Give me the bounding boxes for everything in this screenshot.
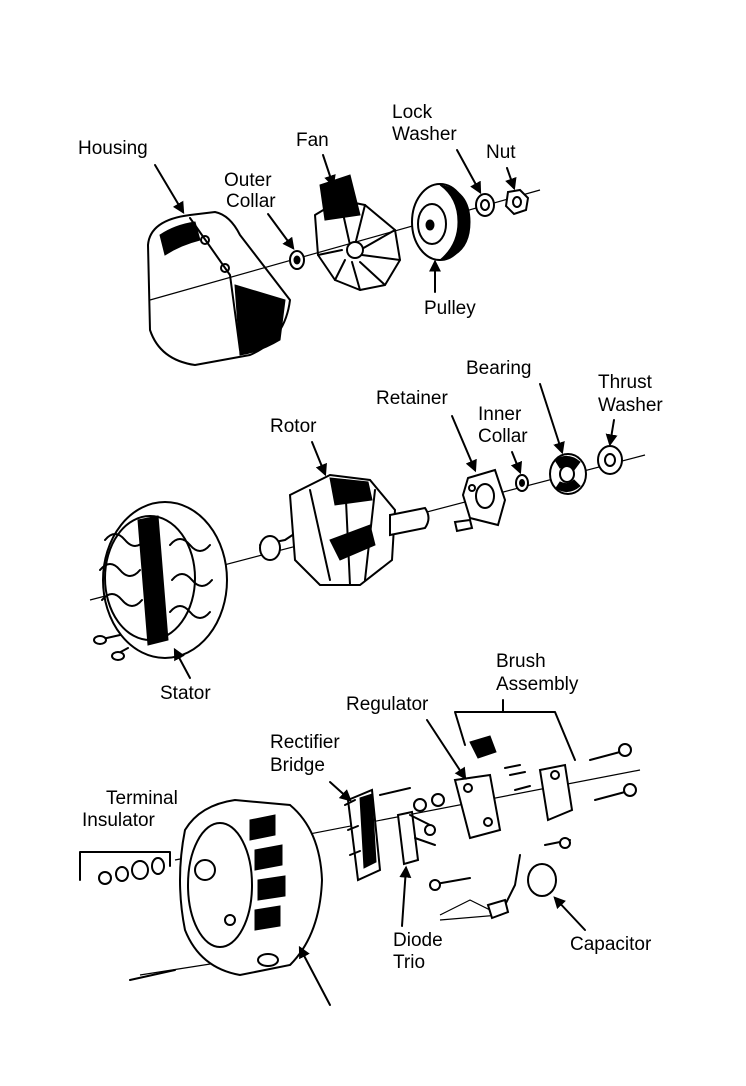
fan-part <box>314 174 401 291</box>
diode-trio-arrow <box>399 865 412 927</box>
outer-collar-label-line1: Outer <box>224 170 272 191</box>
lock-washer-label-line1: Lock <box>392 102 433 123</box>
diode-trio-label-line1: Diode <box>393 930 443 951</box>
stator-label: Stator <box>160 683 211 704</box>
rectifier-bridge-arrow <box>329 781 352 802</box>
brush-assembly-bracket <box>454 699 576 761</box>
retainer-part <box>453 468 507 533</box>
lock-washer-part <box>475 193 495 217</box>
regulator-arrow <box>426 719 467 781</box>
retainer-arrow <box>451 415 477 473</box>
outer-collar-label-line2: Collar <box>226 191 276 212</box>
capacitor-label: Capacitor <box>570 934 652 955</box>
inner-collar-label-line2: Collar <box>478 426 528 447</box>
regulator-part <box>453 773 502 840</box>
nut-label: Nut <box>486 142 516 163</box>
terminal-insulator-label-line1: Terminal <box>106 788 178 809</box>
brush-assembly-part <box>469 735 574 822</box>
lock-washer-arrow <box>456 149 482 195</box>
thrust-washer-arrow <box>605 419 618 447</box>
nut-arrow <box>505 167 517 191</box>
housing-part <box>147 211 291 366</box>
rotor-label: Rotor <box>270 416 317 437</box>
top-axis-line <box>149 189 541 301</box>
rectifier-bridge-label-line2: Bridge <box>270 755 325 776</box>
capacitor-mount-line <box>439 899 503 921</box>
thrust-washer-label-line2: Washer <box>598 395 663 416</box>
regulator-label: Regulator <box>346 694 429 715</box>
outer-collar-arrow <box>267 213 295 250</box>
rectifier-bridge-part <box>344 788 382 882</box>
thrust-washer-label-line1: Thrust <box>598 372 653 393</box>
diode-trio-part <box>396 810 436 866</box>
housing-label: Housing <box>78 138 148 159</box>
inner-collar-arrow <box>510 451 523 475</box>
brush-assembly-label-line1: Brush <box>496 651 546 672</box>
rotor-part <box>259 473 430 586</box>
inner-collar-label-line1: Inner <box>478 404 522 425</box>
end-frame-arrow <box>298 945 331 1006</box>
screws-group <box>129 743 637 981</box>
terminal-insulator-part <box>79 851 171 885</box>
fan-arrow <box>322 154 336 188</box>
fan-label: Fan <box>296 130 329 151</box>
nut-part <box>504 188 530 216</box>
bearing-part <box>549 453 587 495</box>
capacitor-arrow <box>553 896 586 931</box>
retainer-label: Retainer <box>376 388 448 409</box>
rectifier-bridge-label-line1: Rectifier <box>270 732 340 753</box>
bearing-label: Bearing <box>466 358 532 379</box>
lock-washer-label-line2: Washer <box>392 124 457 145</box>
stator-arrow <box>173 647 191 679</box>
diode-trio-label-line2: Trio <box>393 952 425 973</box>
stator-part <box>93 501 228 661</box>
thrust-washer-part <box>597 445 623 475</box>
terminal-insulator-label-line2: Insulator <box>82 810 156 831</box>
inner-collar-part <box>515 474 529 492</box>
capacitor-part <box>486 854 557 920</box>
end-frame-part <box>179 798 324 977</box>
pulley-part <box>411 183 471 261</box>
rotor-arrow <box>311 441 327 477</box>
outer-collar-part <box>289 250 305 270</box>
pulley-label: Pulley <box>424 298 476 319</box>
brush-assembly-label-line2: Assembly <box>496 674 579 695</box>
bearing-arrow <box>539 383 565 455</box>
housing-arrow <box>154 164 185 215</box>
